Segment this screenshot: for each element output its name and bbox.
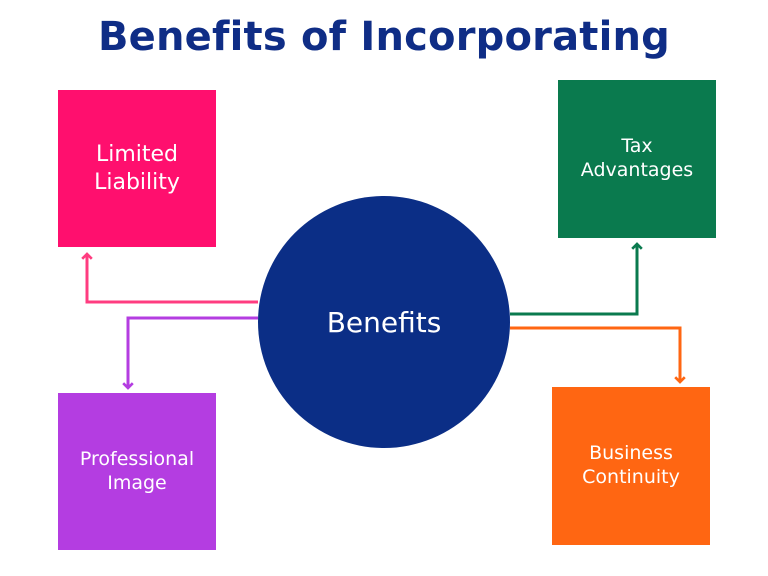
- connector-limited-liability: [81, 252, 258, 304]
- node-professional-image: Professional Image: [58, 393, 216, 550]
- diagram-title: Benefits of Incorporating: [97, 14, 671, 60]
- center-hub: Benefits: [258, 196, 510, 448]
- node-label: Tax Advantages: [580, 135, 694, 181]
- center-label: Benefits: [326, 305, 442, 339]
- node-label: Business Continuity: [582, 442, 680, 488]
- connector-business-continuity: [510, 326, 686, 384]
- node-label: Limited Liability: [94, 142, 180, 195]
- node-label: Professional Image: [79, 447, 195, 494]
- connector-professional-image: [122, 316, 258, 390]
- node-business-continuity: Business Continuity: [552, 387, 710, 545]
- node-limited-liability: Limited Liability: [58, 90, 216, 247]
- node-tax-advantages: Tax Advantages: [558, 80, 716, 238]
- connector-tax-advantages: [510, 242, 643, 316]
